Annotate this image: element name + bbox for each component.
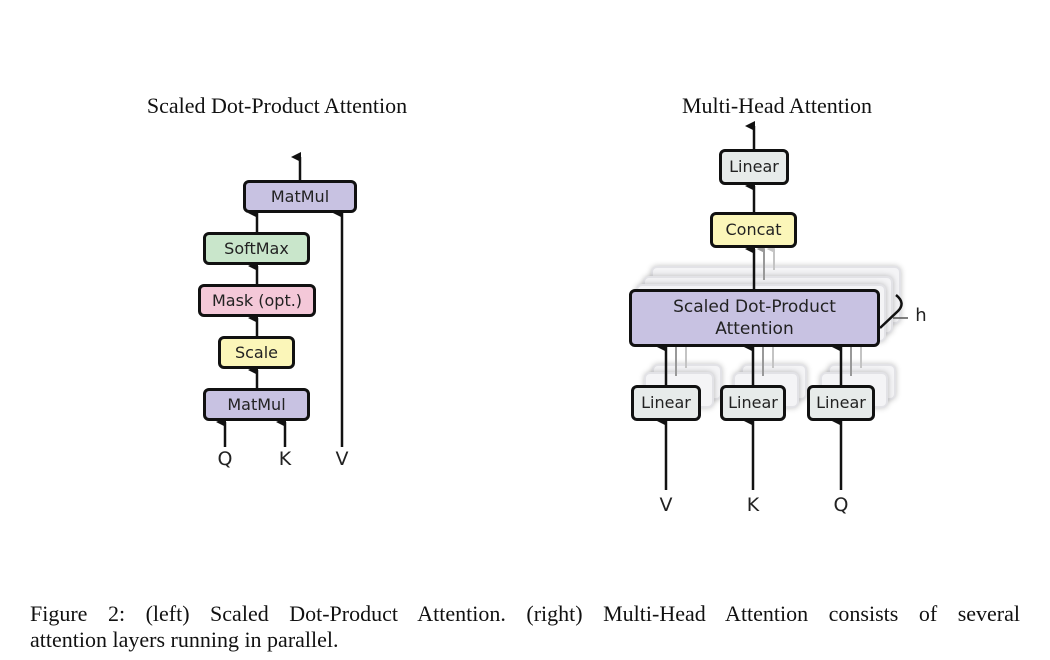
linear-k-box: Linear [720, 385, 786, 421]
linear-q-box: Linear [807, 385, 875, 421]
linear-v-box: Linear [631, 385, 701, 421]
mh-input-q-label: Q [833, 494, 849, 516]
matmul-top-box: MatMul [243, 180, 357, 213]
caption-line-2: attention layers running in parallel. [30, 627, 339, 652]
input-k-label: K [278, 448, 292, 470]
mh-input-v-label: V [659, 494, 673, 516]
left-diagram-title: Scaled Dot-Product Attention [146, 93, 408, 118]
matmul-bottom-box: MatMul [203, 388, 310, 421]
output-linear-box: Linear [719, 149, 789, 185]
heads-label: h [915, 305, 927, 326]
concat-box: Concat [710, 212, 797, 248]
figure-caption: Figure 2: (left) Scaled Dot-Product Atte… [30, 601, 1020, 653]
caption-line-1: Figure 2: (left) Scaled Dot-Product Atte… [30, 601, 1020, 626]
input-v-label: V [335, 448, 349, 470]
attention-box-label: Scaled Dot-Product Attention [673, 297, 836, 339]
scale-box: Scale [218, 336, 295, 369]
mask-box: Mask (opt.) [198, 284, 316, 317]
softmax-box: SoftMax [203, 232, 310, 265]
mh-input-k-label: K [746, 494, 760, 516]
right-diagram-title: Multi-Head Attention [681, 93, 873, 118]
scaled-dot-product-attention-box: Scaled Dot-Product Attention [629, 289, 880, 347]
input-q-label: Q [217, 448, 233, 470]
